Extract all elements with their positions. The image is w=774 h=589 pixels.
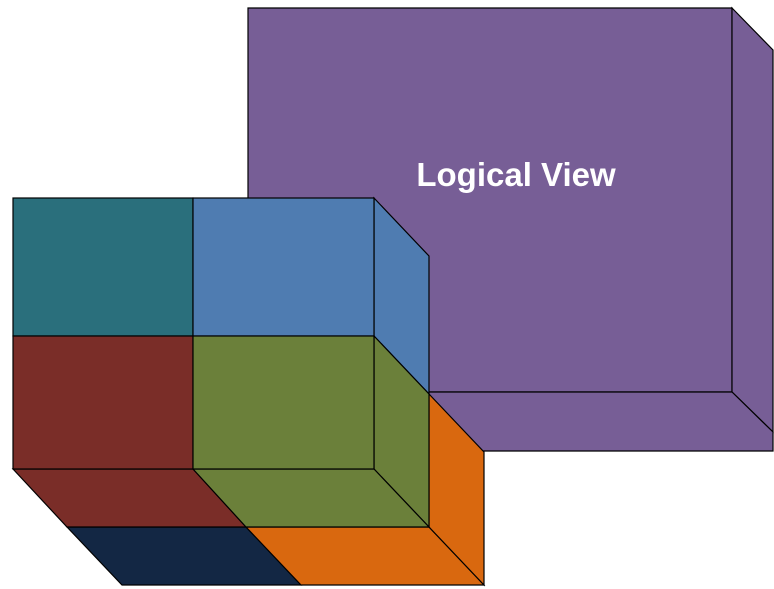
teal-front-face <box>12 197 194 337</box>
composite-cube <box>11 196 486 587</box>
blue-front-face <box>192 197 375 337</box>
logical-view-right-face <box>731 6 774 434</box>
green-front-face <box>192 335 375 470</box>
maroon-front-face <box>12 335 194 470</box>
logical-view-label: Logical View <box>416 156 616 193</box>
